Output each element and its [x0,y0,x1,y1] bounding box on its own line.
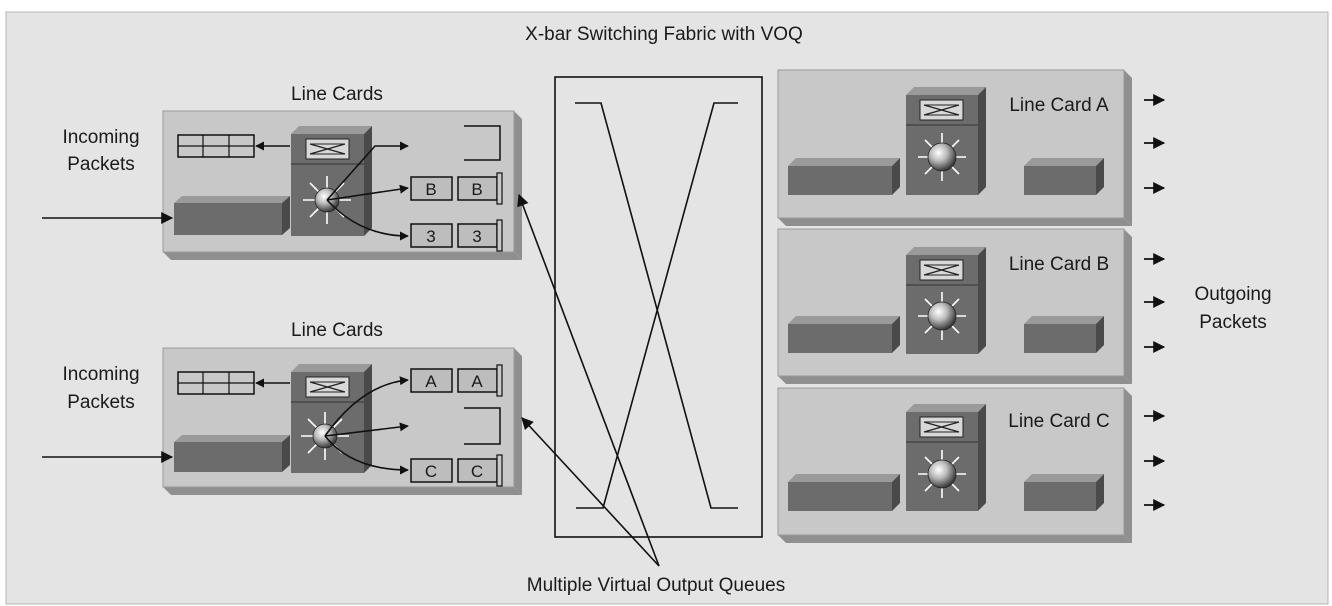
egress-line-card-b: Line Card B [777,228,1166,384]
ingress-line-card-1: Line Cards Incoming Packets [42,84,522,260]
ingress-line-card-2: Line Cards Incoming Packets [42,320,522,495]
egress-b-small-block [1024,316,1104,353]
ingress-2-queue-row-1: A A [410,364,503,397]
voq-pointer-arrow-2 [521,417,660,567]
ingress-2-buffer-block [174,435,290,472]
voq-pointer-arrow-1 [517,193,660,567]
ingress-2-queue-4: C [471,462,483,481]
ingress-2-table-icon [177,371,290,395]
ingress-1-buffer-block [174,196,290,235]
egress-c-label: Line Card C [1008,411,1109,432]
egress-c-router-icon [906,404,986,511]
egress-line-card-a: Line Card A [777,69,1166,226]
egress-a-router-icon [906,87,986,195]
crossbar-fabric [554,76,763,538]
diagram-title: X-bar Switching Fabric with VOQ [525,24,803,45]
egress-a-label: Line Card A [1009,95,1109,116]
egress-b-router-icon [906,247,986,354]
egress-line-card-c: Line Card C [777,387,1166,543]
ingress-1-incoming-line2: Packets [67,154,135,175]
ingress-1-heading: Line Cards [291,84,383,105]
egress-c-small-block [1024,474,1104,511]
ingress-2-queue-row-2: C C [410,454,503,487]
ingress-1-queue-1: B [425,180,436,199]
ingress-1-arrow-mid [326,184,409,201]
egress-b-buffer-block [788,316,900,353]
ingress-2-empty-slot [464,407,501,445]
egress-a-small-block [1024,158,1104,195]
ingress-2-arrow-mid [324,422,409,437]
ingress-2-router-icon [291,364,372,473]
ingress-1-table-icon [177,134,290,158]
ingress-2-queue-2: A [471,372,483,391]
outgoing-packets-line1: Outgoing [1194,284,1271,305]
ingress-1-queue-2: B [471,180,482,199]
ingress-2-queue-3: C [425,462,437,481]
ingress-2-incoming-line1: Incoming [62,364,139,385]
ingress-1-queue-4: 3 [472,227,481,246]
ingress-2-heading: Line Cards [291,320,383,341]
ingress-1-arrow-bot [326,199,409,241]
ingress-2-arrow-bot [324,435,409,475]
crossbar-path-2 [576,102,738,509]
ingress-1-queue-row-2: 3 3 [410,219,503,252]
outgoing-packets-line2: Packets [1199,312,1267,333]
egress-c-buffer-block [788,474,900,511]
ingress-1-queue-row-1: B B [410,172,503,205]
egress-b-label: Line Card B [1009,254,1109,275]
ingress-1-empty-slot [464,125,501,161]
ingress-1-router-icon [291,126,372,236]
ingress-2-incoming-line2: Packets [67,392,135,413]
ingress-2-arrow-top [324,376,409,437]
ingress-1-queue-3: 3 [426,227,435,246]
voq-caption: Multiple Virtual Output Queues [527,575,785,596]
ingress-1-incoming-line1: Incoming [62,127,139,148]
egress-a-buffer-block [788,158,900,195]
ingress-2-queue-1: A [425,372,437,391]
ingress-1-arrow-top [326,141,409,201]
crossbar-path-1 [575,102,738,509]
